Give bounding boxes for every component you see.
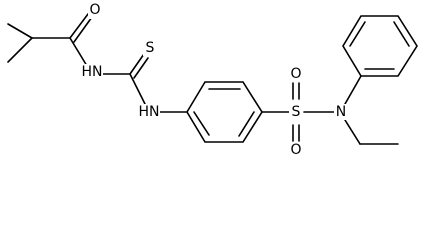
phenyl-ring-double-2 <box>393 21 410 47</box>
bond-carbonyl-nh <box>69 37 88 67</box>
sulfonyl-oxygen-top-label: O <box>290 66 301 82</box>
central-ring-double-2 <box>238 111 255 137</box>
phenyl-ring <box>342 15 418 77</box>
bond-carbonyl-double-a <box>69 13 89 39</box>
bond-nitrogen-ethyl <box>344 119 361 145</box>
bond-methyl-upper <box>7 23 33 39</box>
central-benzene-ring <box>186 81 263 143</box>
bond-carbonyl-double-b <box>73 16 93 43</box>
sulfonyl-sulfur-label: S <box>292 104 301 120</box>
bond-thiocarbonyl-double-a <box>129 53 145 75</box>
thiourea-nitrogen-label: HN <box>139 104 160 120</box>
thiocarbonyl-sulfur-label: S <box>146 40 155 56</box>
bond-methyl-lower <box>7 37 33 63</box>
atom-labels: O HN S HN S O O N <box>81 2 348 158</box>
sulfonyl-oxygen-bottom-label: O <box>290 142 301 158</box>
sulfonamide-nitrogen-label: N <box>336 104 346 120</box>
phenyl-ring-double-1 <box>349 21 366 47</box>
bonds <box>7 13 418 145</box>
bond-thiocarbonyl-double-b <box>133 57 149 79</box>
chemical-structure: O HN S HN S O O N <box>7 2 418 158</box>
central-ring-double-3 <box>193 111 210 136</box>
carbonyl-oxygen-label: O <box>89 2 100 18</box>
bond-thiocarbonyl-nh <box>129 73 146 105</box>
bond-nitrogen-phenyl <box>344 75 362 105</box>
amide-nitrogen-label: HN <box>82 64 103 80</box>
